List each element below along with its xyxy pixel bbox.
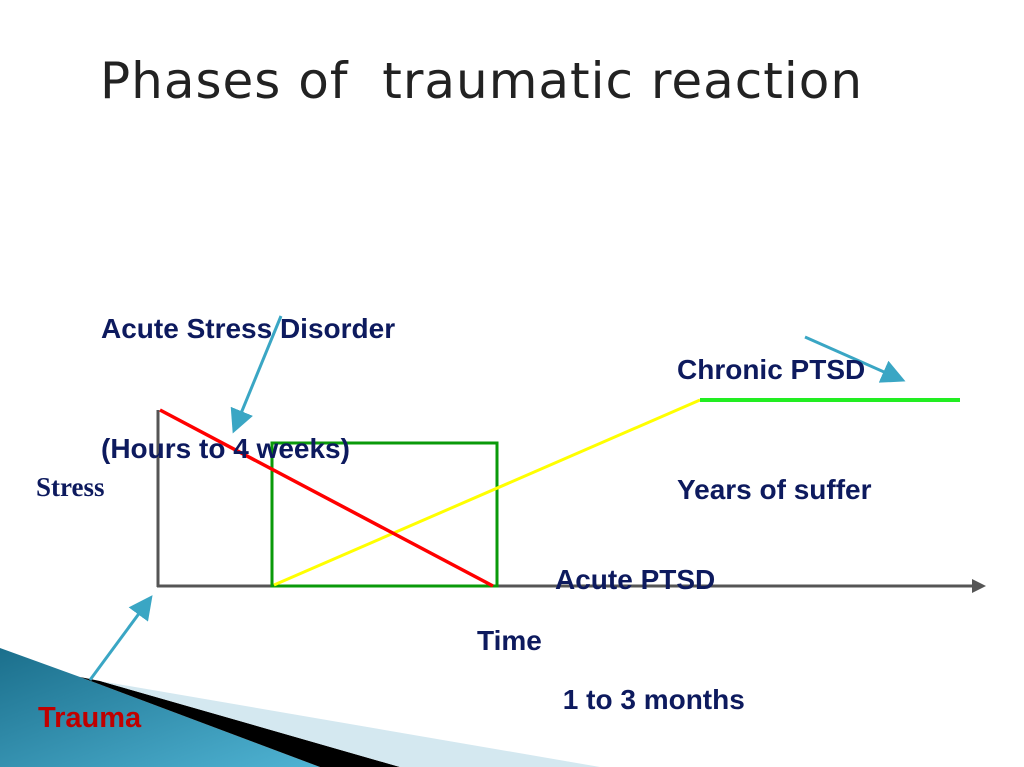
acute-ptsd-box bbox=[270, 441, 499, 588]
chronic-pointer-arrow bbox=[804, 335, 906, 383]
acute-label-line2: 1 to 3 months bbox=[555, 684, 745, 715]
asd-label: Acute Stress Disorder (Hours to 4 weeks) bbox=[101, 229, 395, 509]
trauma-pointer-arrow bbox=[88, 595, 153, 681]
footer-decoration bbox=[0, 648, 600, 767]
x-axis-label: Time bbox=[477, 625, 542, 656]
x-axis-arrowhead bbox=[972, 579, 986, 593]
acute-stress-line bbox=[159, 408, 494, 588]
trauma-label: Trauma bbox=[38, 702, 142, 734]
asd-label-line2: (Hours to 4 weeks) bbox=[101, 433, 350, 464]
y-axis-label: Stress bbox=[36, 472, 105, 502]
asd-pointer-arrow bbox=[230, 315, 283, 434]
chronic-label: Chronic PTSD Years of suffer bbox=[677, 270, 872, 550]
chronic-label-line1: Chronic PTSD bbox=[677, 354, 866, 385]
asd-label-line1: Acute Stress Disorder bbox=[101, 313, 396, 344]
rising-stress-line bbox=[273, 398, 701, 587]
slide-title: Phases of traumatic reaction bbox=[100, 52, 864, 110]
acute-ptsd-label: Acute PTSD 1 to 3 months bbox=[555, 480, 745, 760]
chronic-label-line2: Years of suffer bbox=[677, 474, 872, 505]
acute-label-line1: Acute PTSD bbox=[555, 564, 716, 595]
